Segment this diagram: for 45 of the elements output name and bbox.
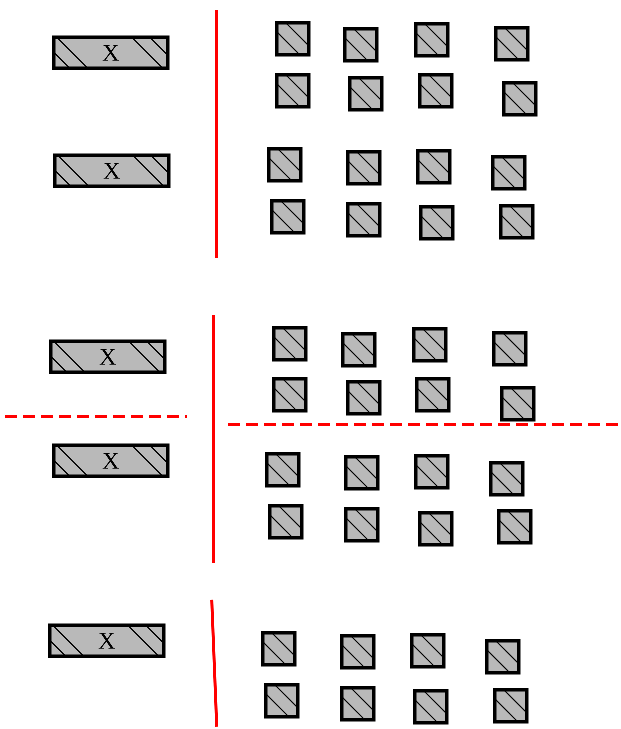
hatched-square [414, 454, 450, 490]
hatched-square [267, 147, 303, 183]
hatched-square [341, 332, 377, 368]
hatched-square [485, 639, 521, 675]
hatched-square [265, 452, 301, 488]
hatched-square [348, 76, 384, 112]
hatched-square [275, 21, 311, 57]
hatched-square [418, 511, 454, 547]
hatched-square [346, 380, 382, 416]
hatched-square [261, 631, 297, 667]
hatched-square [270, 199, 306, 235]
hatched-square [340, 686, 376, 722]
hatched-square [272, 377, 308, 413]
hatched-square [500, 386, 536, 422]
hatched-square [497, 509, 533, 545]
hatched-square [412, 327, 448, 363]
hatched-square [489, 461, 525, 497]
hatched-square [346, 202, 382, 238]
hatched-bar: X [48, 624, 166, 658]
hatched-square [499, 204, 535, 240]
hatched-bar: X [52, 444, 170, 478]
hatched-square [419, 205, 455, 241]
hatched-square [343, 27, 379, 63]
hatched-square [491, 155, 527, 191]
hatched-bar: X [52, 36, 170, 70]
hatched-square [413, 689, 449, 725]
hatched-square [502, 81, 538, 117]
hatched-square [346, 150, 382, 186]
hatched-square [268, 504, 304, 540]
hatched-square [493, 688, 529, 724]
hatched-square [410, 633, 446, 669]
hatched-square [344, 455, 380, 491]
hatched-square [272, 326, 308, 362]
hatched-square [344, 507, 380, 543]
hatched-square [340, 634, 376, 670]
hatched-square [414, 22, 450, 58]
hatched-square [492, 331, 528, 367]
hatched-square [418, 73, 454, 109]
hatched-bar: X [53, 154, 171, 188]
hatched-bar: X [49, 340, 167, 374]
hatched-square [264, 683, 300, 719]
hatched-square [275, 73, 311, 109]
hatched-square [415, 377, 451, 413]
hatched-square [494, 26, 530, 62]
hatched-square [416, 149, 452, 185]
